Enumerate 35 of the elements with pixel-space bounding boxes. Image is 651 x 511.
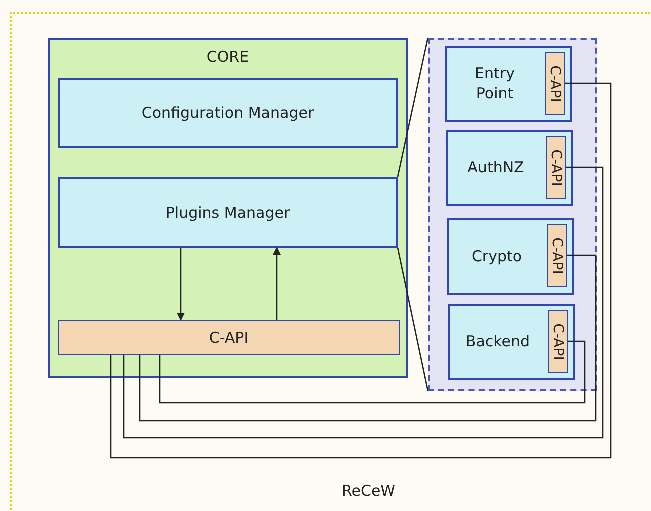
component-box: [446, 130, 573, 206]
arrow: [273, 247, 281, 320]
api-tab: [547, 224, 567, 287]
connector-line: [159, 340, 586, 404]
label-text: C-API: [547, 149, 564, 186]
container-title: CORE: [206, 48, 250, 66]
component-box: [58, 78, 398, 148]
api-tab: [548, 310, 568, 373]
zoom-line: [397, 38, 429, 178]
label-text: Backend: [464, 332, 532, 352]
core-container: [48, 38, 408, 378]
api-bar: [58, 320, 400, 355]
label-text: C-API: [546, 65, 563, 102]
label-text: AuthNZ: [466, 158, 526, 178]
api-tab: [545, 52, 565, 115]
component-box: [447, 218, 574, 295]
label-text: Configuration Manager: [142, 104, 314, 122]
connector-line: [110, 82, 612, 459]
system-region: [10, 12, 650, 510]
connector-line: [139, 254, 597, 422]
label-text: C-API: [549, 323, 566, 360]
zoom-line: [397, 248, 429, 392]
label-text: Crypto: [470, 246, 524, 266]
label-text: Plugins Manager: [166, 204, 290, 222]
api-tab: [546, 136, 566, 199]
arrow: [177, 248, 185, 321]
label-text: C-API: [548, 237, 565, 274]
component-box: [58, 177, 398, 248]
region-title: ReCeW: [342, 482, 396, 500]
plugin-panel: [428, 38, 597, 391]
component-box: [445, 46, 572, 122]
label-text: Entry Point: [474, 64, 516, 104]
label-text: C-API: [209, 328, 249, 346]
component-box: [448, 304, 575, 380]
connector-line: [123, 166, 604, 439]
